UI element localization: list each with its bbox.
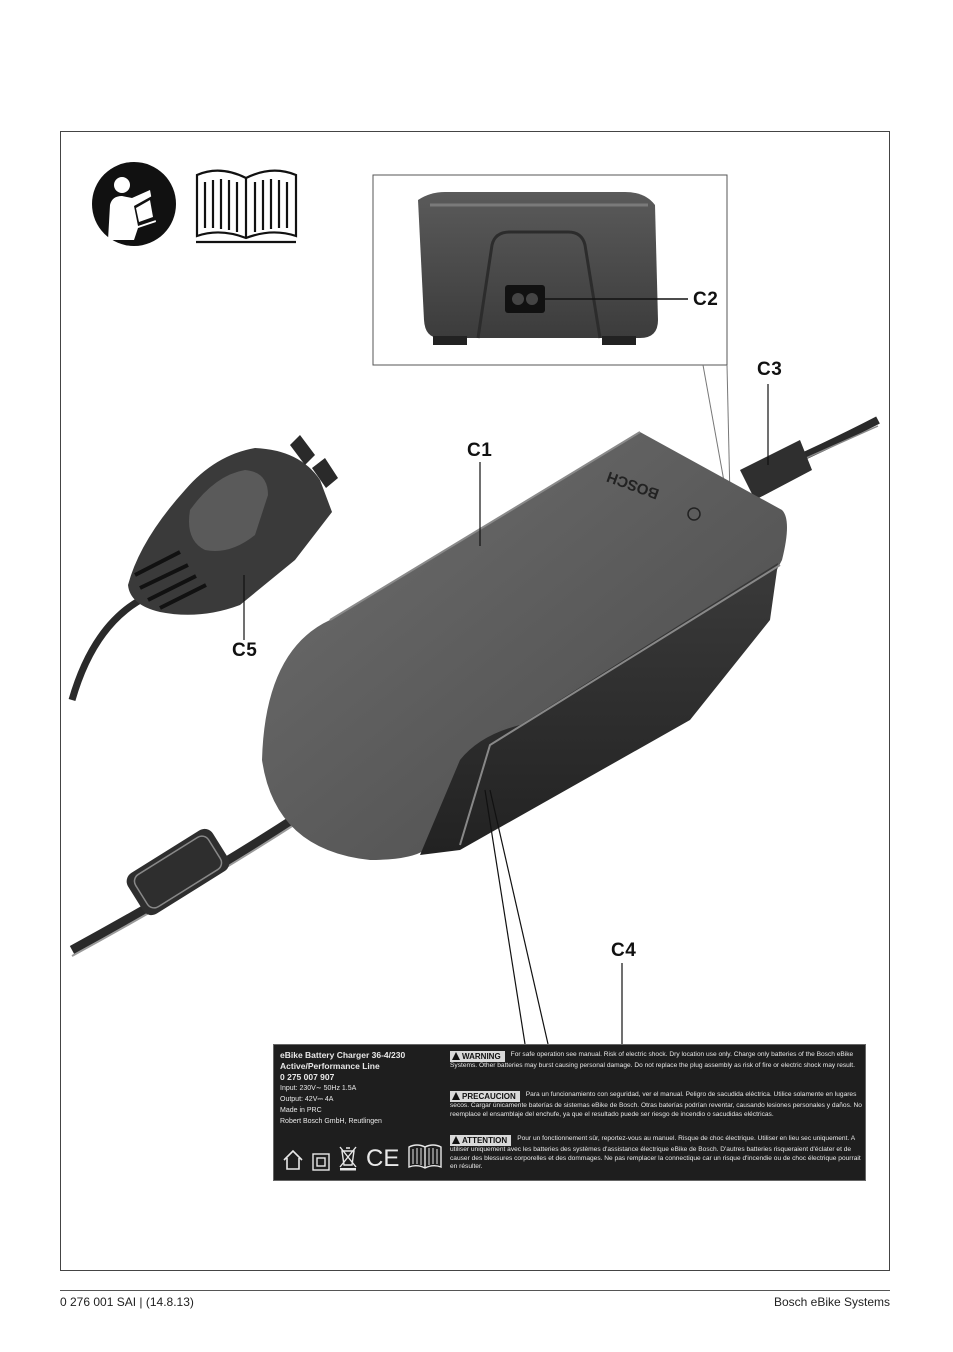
read-manual-person-icon [92, 162, 176, 246]
leader-lines [243, 384, 769, 1055]
footer-divider [60, 1290, 890, 1291]
output-rating: Output: 42V⎓ 4A [280, 1096, 334, 1103]
part-number: 0 275 007 907 [280, 1072, 335, 1082]
made-in: Made in PRC [280, 1107, 322, 1114]
connector-detail-inset [372, 174, 731, 499]
warning-tag-label: ATTENTION [462, 1136, 508, 1145]
warning-tag-fr: ATTENTION [450, 1135, 512, 1146]
warning-triangle-icon [452, 1052, 460, 1060]
rating-plate-specs: eBike Battery Charger 36-4/230 Active/Pe… [280, 1050, 445, 1127]
warning-tag-en: WARNING [450, 1051, 505, 1062]
warning-text-es: Para un funcionamiento con seguridad, ve… [450, 1091, 862, 1118]
charger-housing [262, 431, 787, 860]
callout-c3: C3 [757, 359, 783, 380]
certification-symbols: CE [282, 1141, 443, 1171]
input-rating: Input: 230V∼ 50Hz 1.5A [280, 1085, 357, 1092]
warning-triangle-icon [452, 1136, 460, 1144]
figure-frame [60, 131, 890, 1271]
rating-plate: eBike Battery Charger 36-4/230 Active/Pe… [273, 1044, 866, 1181]
indoor-use-icon [283, 1149, 303, 1170]
manual-book-icon [195, 169, 298, 244]
warning-text-fr: Pour un fonctionnement sûr, reportez-vou… [450, 1135, 861, 1171]
warning-text-en: For safe operation see manual. Risk of e… [450, 1051, 855, 1069]
callout-c5: C5 [232, 640, 258, 661]
ce-mark-icon: CE [366, 1145, 400, 1172]
battery-plug [128, 435, 338, 615]
product-line: Active/Performance Line [280, 1061, 380, 1071]
manufacturer: Robert Bosch GmbH, Reutlingen [280, 1118, 382, 1125]
weee-bin-icon [339, 1146, 357, 1171]
manual-book-icon [408, 1144, 443, 1169]
warning-tag-label: PRECAUCION [462, 1092, 516, 1101]
callout-c4: C4 [611, 940, 637, 961]
footer-brand: Bosch eBike Systems [773, 1295, 890, 1309]
callout-c1: C1 [467, 440, 493, 461]
callout-c2: C2 [693, 289, 719, 310]
warning-tag-es: PRECAUCION [450, 1091, 520, 1102]
warning-tag-label: WARNING [462, 1052, 501, 1061]
warning-triangle-icon [452, 1092, 460, 1100]
footer-document-id: 0 276 001 SAI | (14.8.13) [60, 1295, 194, 1309]
product-title: eBike Battery Charger 36-4/230 [280, 1050, 406, 1060]
double-insulation-icon [312, 1153, 330, 1171]
